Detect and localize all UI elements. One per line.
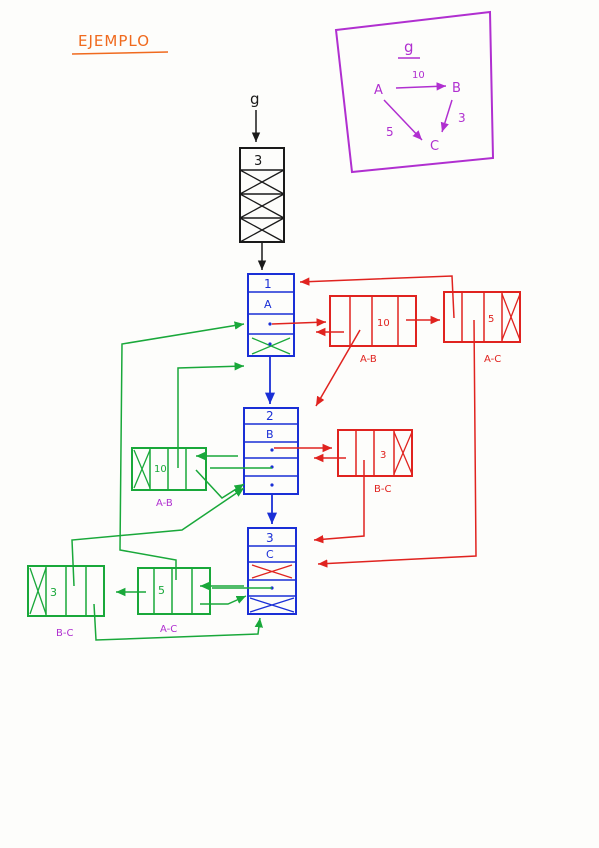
- vertex-c-box: [247, 527, 297, 615]
- red-bc-label: B-C: [374, 484, 391, 495]
- red-vertex-a-to-ab: [271, 318, 327, 327]
- graph-edge-bc-weight: 3: [458, 111, 466, 125]
- header-cross-2: [239, 193, 285, 219]
- green-edge-bc: 3 B-C: [27, 487, 263, 641]
- graph-edge-ab-weight: 10: [412, 70, 425, 81]
- green-bc-to-vertex-b: [71, 487, 245, 587]
- graph-edge-ab: [395, 82, 447, 91]
- green-bc-cross: [29, 567, 47, 615]
- red-bc-to-vertex-c: [313, 460, 365, 544]
- header-count: 3: [254, 154, 262, 169]
- red-ab-box: [329, 295, 417, 347]
- green-ac-to-vertex-a: [119, 321, 245, 580]
- green-ac-to-vertex-c: [200, 595, 247, 605]
- graph-edge-bc: [440, 99, 453, 133]
- red-ab-label: A-B: [360, 354, 377, 365]
- red-edge-ab: 10 A-B: [315, 295, 440, 407]
- graph-node-c: C: [430, 139, 439, 154]
- vertex-b-next-dot: [270, 483, 274, 487]
- red-ab-to-vertex-b: [315, 329, 361, 407]
- graph-legend-box: g A B C 10 3 5: [334, 10, 495, 174]
- green-ab-box: [131, 447, 207, 491]
- vertex-c-next-cross: [249, 597, 295, 613]
- title-block: EJEMPLO: [71, 32, 169, 55]
- vertex-a-box: [247, 273, 295, 357]
- green-ac-weight: 5: [158, 584, 165, 597]
- vertex-b-box: [243, 407, 299, 495]
- header-cross-1: [239, 169, 285, 195]
- graph-edge-ac: [383, 99, 423, 141]
- vertex-a: 1 A: [247, 273, 295, 404]
- vertex-b-name: B: [266, 428, 274, 441]
- red-edge-bc: 3 B-C: [313, 429, 413, 544]
- header-block: g 3: [239, 90, 285, 270]
- red-ac-box: [443, 291, 521, 343]
- green-ab-cross: [133, 449, 151, 489]
- graph-name-label: g: [404, 38, 414, 56]
- page-title: EJEMPLO: [78, 32, 150, 50]
- graph-node-a: A: [374, 83, 383, 98]
- red-bc-weight: 3: [380, 450, 386, 461]
- red-ab-weight: 10: [377, 318, 390, 329]
- red-edge-ac: 5 A-C: [299, 275, 521, 568]
- vertex-a-green-cross: [251, 337, 291, 355]
- green-bc-weight: 3: [50, 586, 57, 599]
- pointer-label: g: [250, 90, 260, 108]
- red-bc-box: [337, 429, 413, 477]
- vertex-a-pointer-dot: [268, 322, 272, 326]
- red-ac-cross: [501, 293, 521, 341]
- title-underline: [71, 51, 169, 55]
- red-ac-to-vertex-c: [317, 319, 477, 568]
- vertex-a-name: A: [264, 298, 272, 311]
- vertex-c-index: 3: [266, 531, 274, 545]
- green-ab-label: A-B: [156, 498, 173, 509]
- graph-box-frame: [334, 10, 495, 174]
- vertex-b-pointer-dot: [270, 448, 274, 452]
- green-ab-to-vertex-b: [195, 469, 245, 499]
- red-ac-label: A-C: [484, 354, 501, 365]
- vertex-b: 2 B: [243, 407, 299, 524]
- vertex-a-index: 1: [264, 277, 272, 291]
- vertex-a-next-dot: [268, 342, 272, 346]
- green-edge-ab: 10 A-B: [131, 362, 245, 509]
- vertex-c-name: C: [266, 548, 274, 561]
- green-bc-label: B-C: [56, 628, 73, 639]
- header-cross-3: [239, 217, 285, 243]
- vertex-b-index: 2: [266, 409, 274, 423]
- vertex-c: 3 C: [247, 527, 297, 615]
- green-ab-to-vertex-a: [177, 362, 245, 468]
- red-ac-weight: 5: [488, 314, 494, 325]
- green-edge-ac: 5 A-C: [116, 321, 247, 635]
- green-ac-box: [137, 567, 211, 615]
- graph-edge-ac-weight: 5: [386, 125, 394, 139]
- graph-node-b: B: [452, 81, 461, 96]
- green-ac-label: A-C: [160, 624, 177, 635]
- red-ac-to-vertex-a: [299, 275, 455, 319]
- vertex-c-red-cross: [251, 564, 293, 579]
- red-bc-cross: [393, 431, 413, 475]
- green-ab-weight: 10: [154, 464, 167, 475]
- green-bc-to-vertex-c: [93, 603, 263, 641]
